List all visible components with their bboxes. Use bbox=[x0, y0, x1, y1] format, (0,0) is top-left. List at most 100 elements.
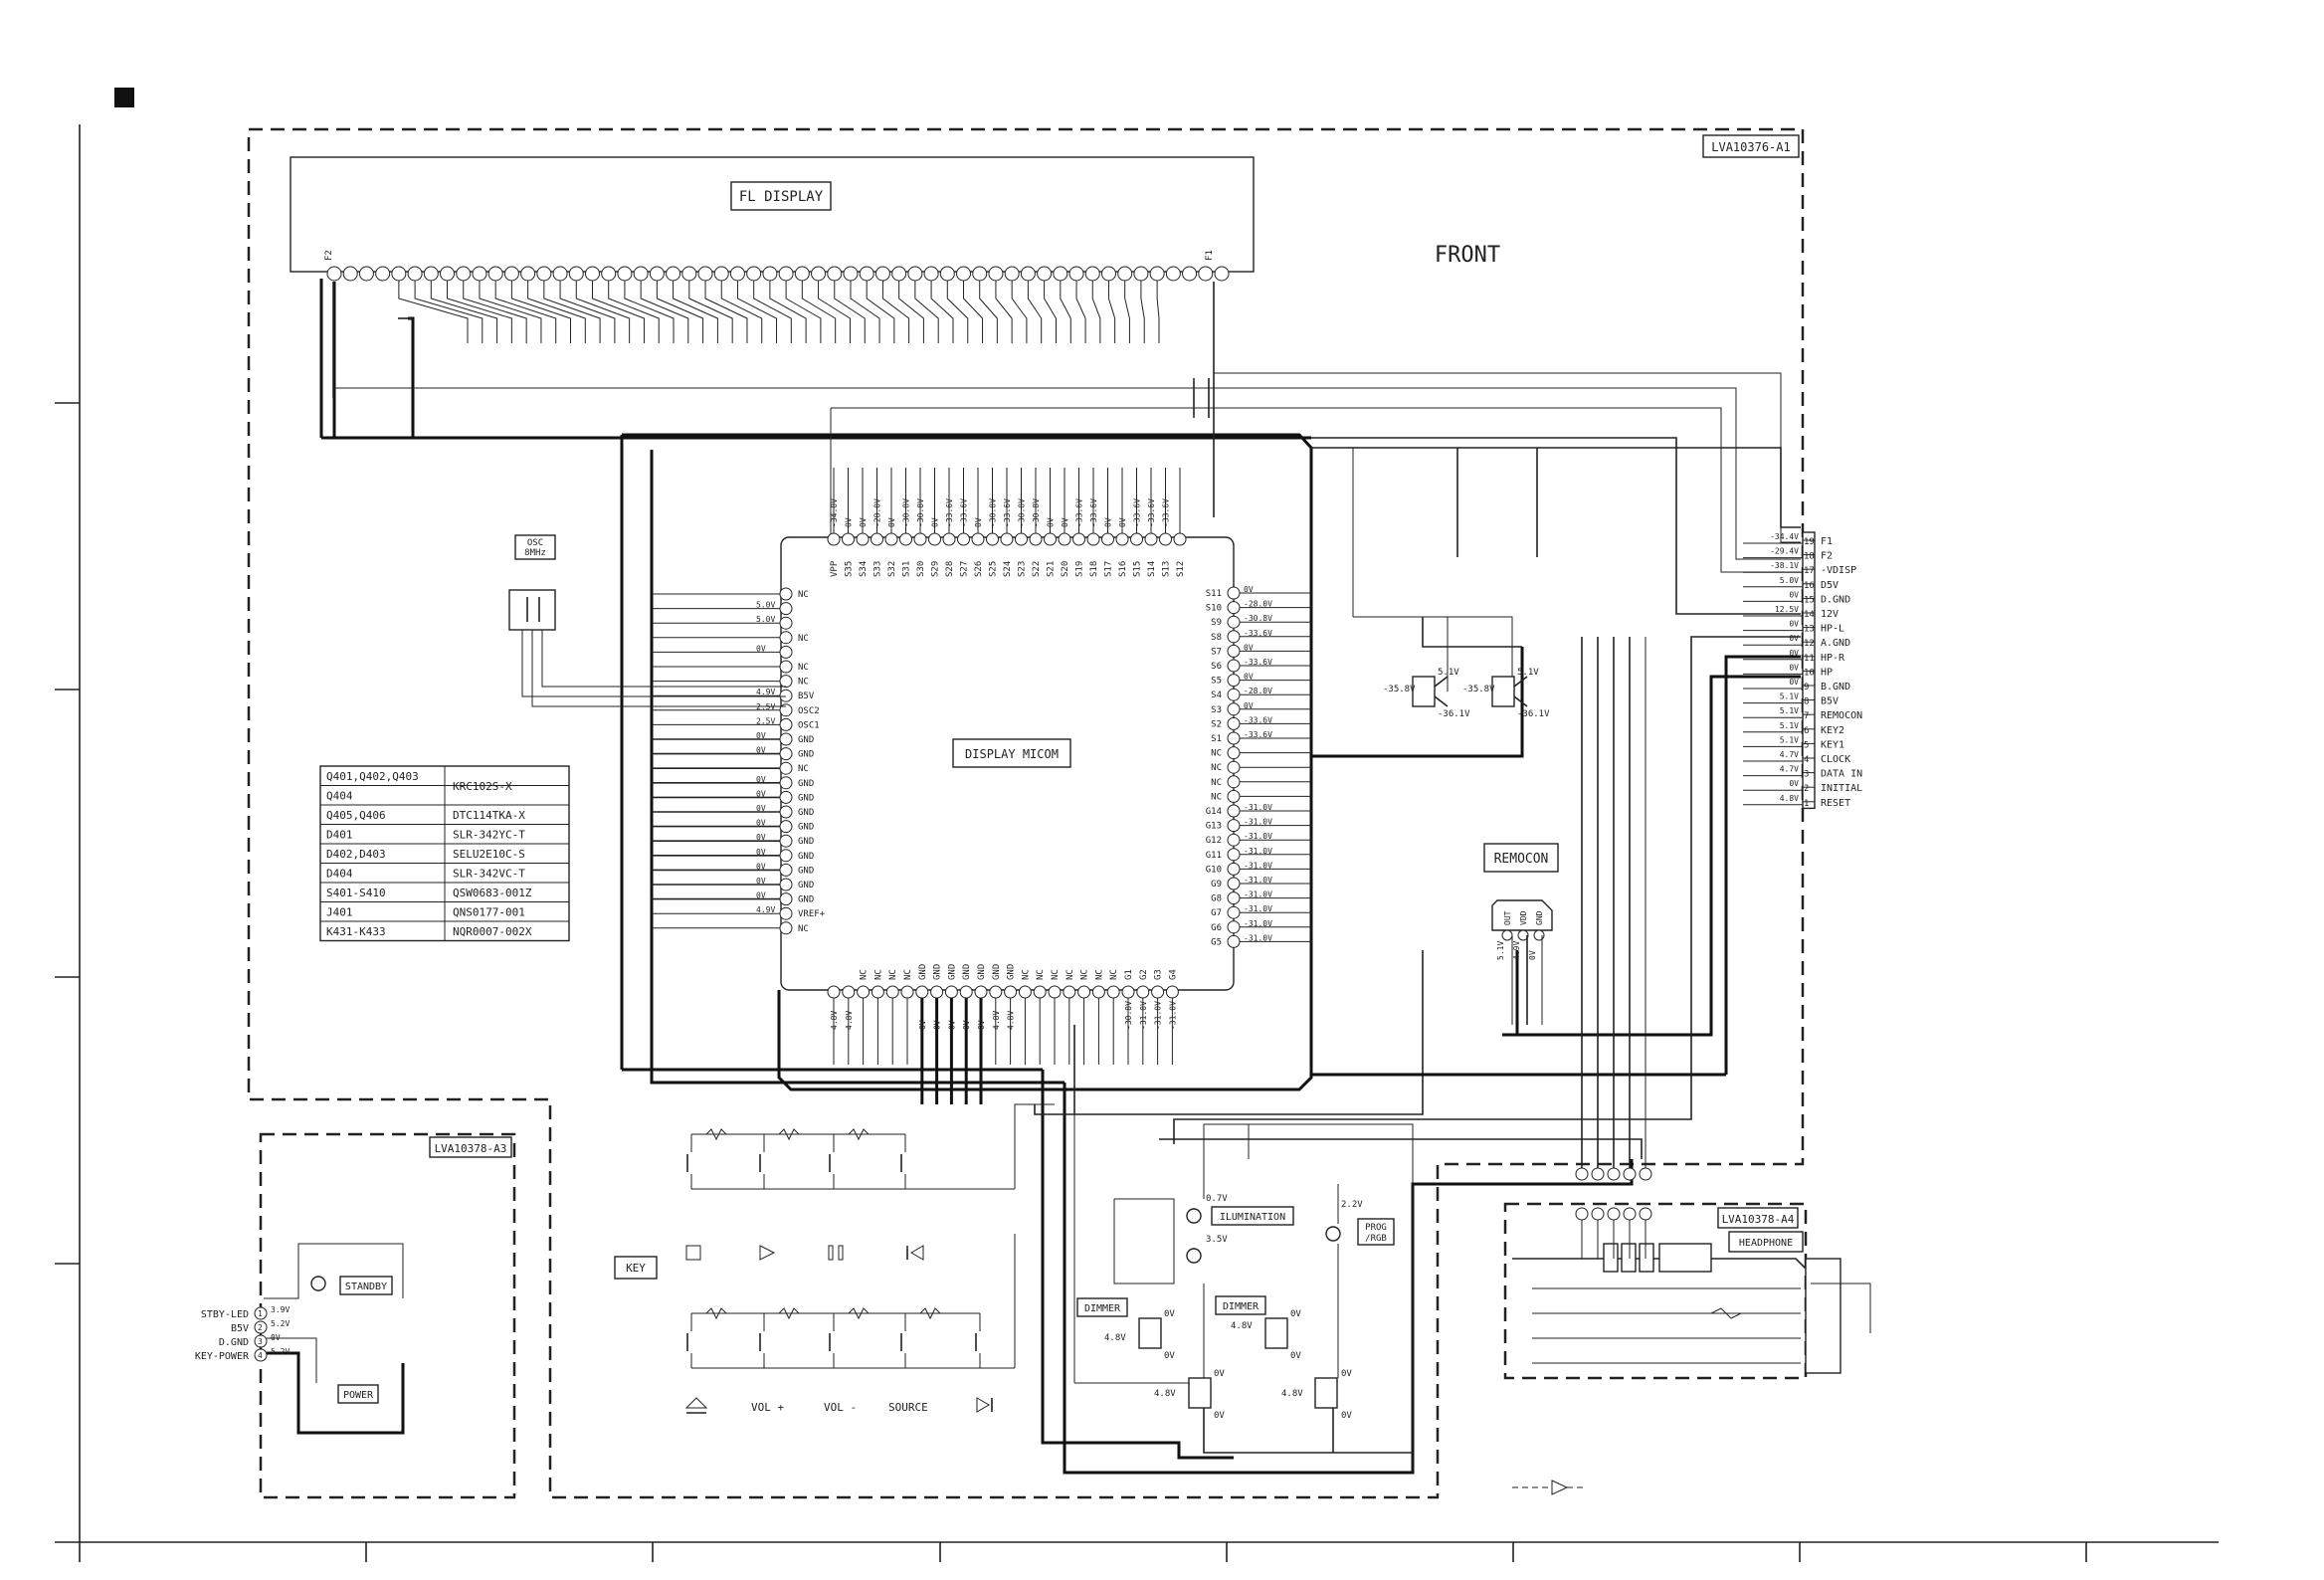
micom-right-voltage: 0V bbox=[1244, 643, 1254, 652]
dim4-base-voltage: 4.8V bbox=[1281, 1389, 1303, 1399]
connector-pin-number: 13 bbox=[1804, 625, 1815, 635]
parts-table-part: NQR0007-002X bbox=[453, 925, 532, 938]
micom-bottom-pin bbox=[1063, 985, 1076, 999]
connector-pin-label: REMOCON bbox=[1821, 710, 1862, 721]
micom-bottom-voltage: 4.8V bbox=[1007, 1011, 1016, 1030]
micom-bottom-pin-name: GND bbox=[947, 964, 957, 980]
micom-bottom-voltage: 0V bbox=[947, 1020, 956, 1030]
vol-up-label: VOL + bbox=[751, 1401, 784, 1414]
micom-left-pin bbox=[779, 675, 793, 689]
q2-base-voltage: -35.8V bbox=[1462, 685, 1495, 694]
connector-pin-label: A.GND bbox=[1821, 638, 1850, 649]
micom-right-pin-name: G7 bbox=[1211, 908, 1222, 918]
vdisp-transistors: -35.8V 5.1V -36.1V -35.8V 5.1V -36.1V bbox=[1383, 668, 1550, 719]
micom-right-pin-name: G8 bbox=[1211, 894, 1222, 904]
micom-right-voltage: -33.6V bbox=[1244, 658, 1272, 667]
micom-top-voltage: -33.6V bbox=[960, 498, 969, 527]
micom-top-pin bbox=[986, 532, 999, 546]
board-a3-tag bbox=[429, 1136, 512, 1158]
fl-pin bbox=[1053, 266, 1068, 282]
parts-table-part: SLR-342YC-T bbox=[453, 829, 525, 842]
fl-pin bbox=[568, 266, 584, 282]
connector-pin-voltage: 4.7V bbox=[1780, 765, 1799, 774]
dim4-emitter-voltage: 0V bbox=[1341, 1411, 1352, 1421]
micom-right-pin-name: G6 bbox=[1211, 923, 1222, 933]
micom-right-pin-name: S4 bbox=[1211, 691, 1222, 700]
micom-top-pin bbox=[1115, 532, 1129, 546]
micom-right-pin-name: G9 bbox=[1211, 880, 1222, 889]
micom-left-pin-name: GND bbox=[798, 852, 814, 862]
connector-pin-label: DATA IN bbox=[1821, 769, 1862, 780]
frame-ticks bbox=[55, 402, 2087, 1562]
micom-top-pin bbox=[1130, 532, 1143, 546]
micom-bottom-pin-name: NC bbox=[1021, 969, 1031, 980]
fl-pin-f1-label: F1 bbox=[1205, 250, 1215, 261]
fl-pin bbox=[407, 266, 423, 282]
micom-right-voltage: -31.0V bbox=[1244, 876, 1272, 885]
micom-top-pin-name: S18 bbox=[1089, 561, 1099, 577]
a3-pin-label: KEY-POWER bbox=[195, 1351, 250, 1362]
fl-pin bbox=[633, 266, 649, 282]
prog-label-2: /RGB bbox=[1365, 1234, 1387, 1244]
micom-bottom-pin bbox=[1106, 985, 1120, 999]
micom-bottom-pin bbox=[1033, 985, 1047, 999]
source-label: SOURCE bbox=[888, 1401, 928, 1414]
signal-path-legend bbox=[1512, 1480, 1587, 1495]
micom-top-voltage: -30.8V bbox=[1018, 498, 1027, 527]
fl-pin bbox=[472, 266, 487, 282]
dim2-collector-voltage: 0V bbox=[1290, 1309, 1301, 1319]
micom-left-voltage: 0V bbox=[756, 775, 766, 784]
connector-pin-label: B.GND bbox=[1821, 682, 1850, 692]
dim1-base-voltage: 4.8V bbox=[1104, 1333, 1126, 1343]
micom-top-pin-name: VPP bbox=[830, 560, 840, 577]
fl-pin bbox=[697, 266, 713, 282]
micom-right-pin-name: S9 bbox=[1211, 618, 1222, 628]
micom-bottom-pin bbox=[930, 985, 944, 999]
micom-bottom-pin-name: GND bbox=[992, 964, 1002, 980]
connector-pin-label: D.GND bbox=[1821, 594, 1850, 605]
connector-pin-number: 4 bbox=[1804, 755, 1809, 765]
parts-table-ref: K431-K433 bbox=[326, 925, 386, 938]
micom-top-pin bbox=[1159, 532, 1172, 546]
micom-bottom-pin bbox=[1004, 985, 1018, 999]
dim1-emitter-voltage: 0V bbox=[1164, 1351, 1175, 1361]
micom-right-voltage: -33.6V bbox=[1244, 629, 1272, 638]
micom-right-pin bbox=[1227, 615, 1241, 629]
osc-freq-label: 8MHz bbox=[524, 548, 546, 558]
a3-pin-number: 3 bbox=[258, 1337, 263, 1346]
micom-top-pin bbox=[1173, 532, 1187, 546]
connector-pin-voltage: 5.1V bbox=[1780, 692, 1799, 701]
fl-pin bbox=[440, 266, 456, 282]
fl-pin bbox=[1004, 266, 1020, 282]
micom-left-pin bbox=[779, 689, 793, 702]
micom-bottom-pin bbox=[989, 985, 1003, 999]
micom-bottom-pin bbox=[857, 985, 871, 999]
fl-pin bbox=[536, 266, 552, 282]
micom-left-voltage: 2.5V bbox=[756, 716, 775, 725]
remocon-pin-name: OUT bbox=[1503, 910, 1512, 925]
fl-display-body bbox=[290, 156, 1255, 273]
micom-top-pin bbox=[1058, 532, 1071, 546]
micom-right-pin bbox=[1227, 877, 1241, 890]
micom-bottom-pin bbox=[900, 985, 914, 999]
micom-bottom-voltage: 4.8V bbox=[845, 1011, 854, 1030]
front-label: FRONT bbox=[1435, 243, 1500, 268]
connector-pin-label: RESET bbox=[1821, 798, 1850, 809]
micom-bottom-voltage: 0V bbox=[933, 1020, 942, 1030]
fl-pin bbox=[503, 266, 519, 282]
fl-pin bbox=[923, 266, 939, 282]
micom-top-pin bbox=[942, 532, 956, 546]
micom-top-pin bbox=[1086, 532, 1100, 546]
micom-top-pin-name: S30 bbox=[916, 561, 926, 577]
micom-top-pin bbox=[1044, 532, 1057, 546]
dim3-emitter-voltage: 0V bbox=[1214, 1411, 1225, 1421]
micom-top-pin-name: S23 bbox=[1018, 561, 1028, 577]
standby-led-icon bbox=[310, 1276, 326, 1291]
micom-left-voltage: 4.9V bbox=[756, 688, 775, 696]
micom-top-pin bbox=[1015, 532, 1028, 546]
micom-right-pin-name: G11 bbox=[1206, 851, 1222, 861]
micom-bottom-voltage: 0V bbox=[962, 1020, 971, 1030]
micom-top-voltage: -33.6V bbox=[1162, 498, 1171, 527]
